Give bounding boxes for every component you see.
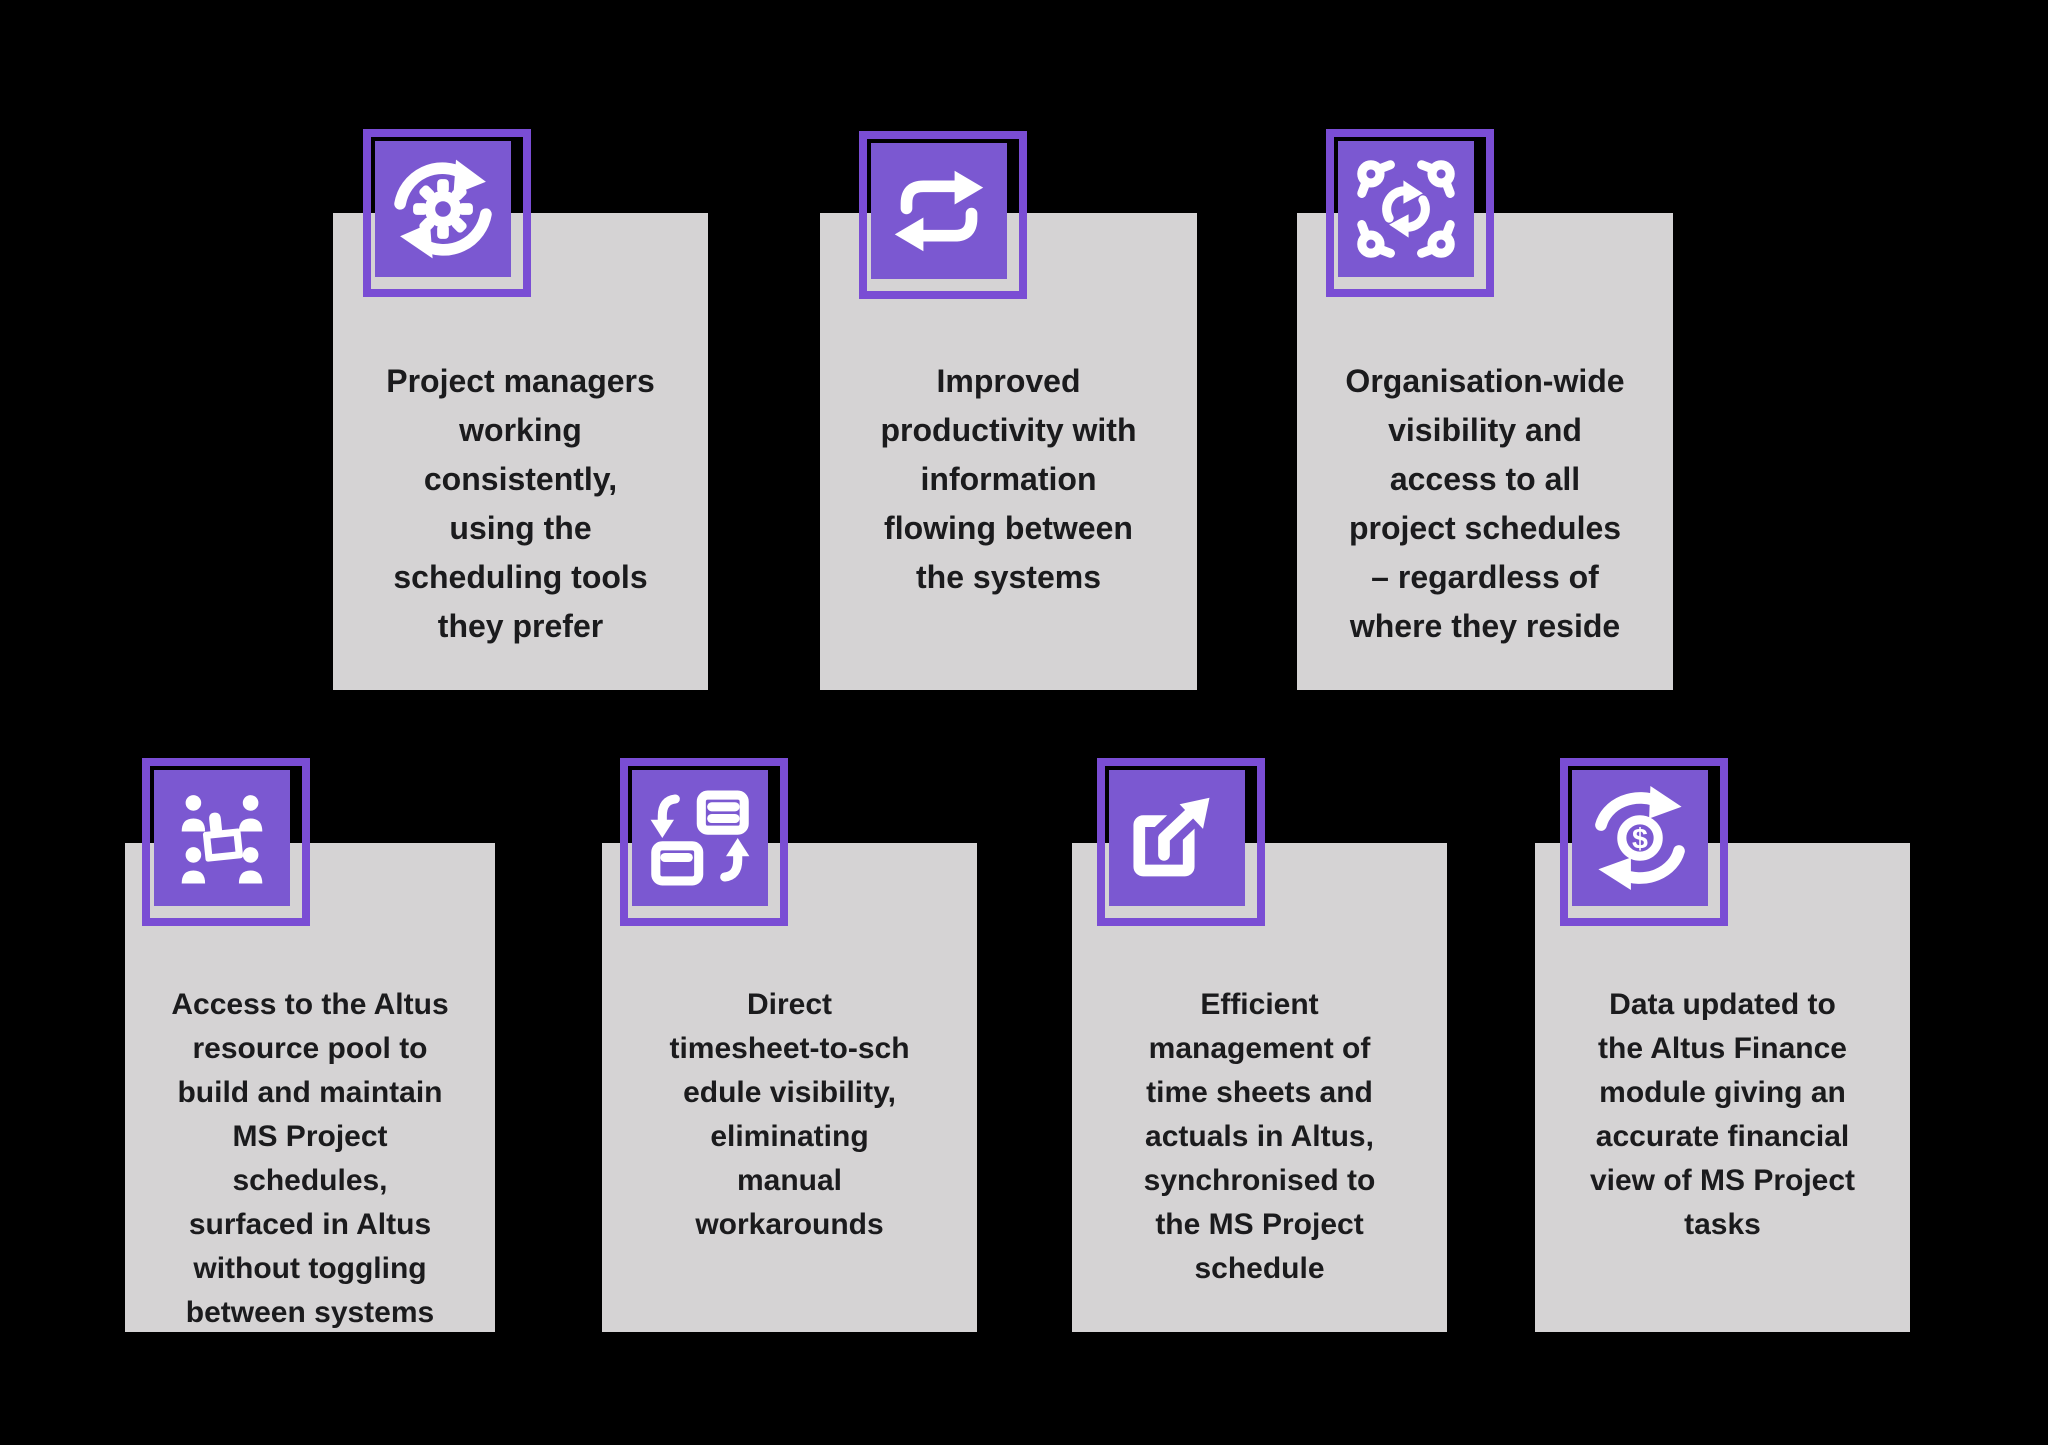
team-meeting-glyph	[181, 795, 263, 884]
sync-gear-icon	[363, 129, 531, 297]
benefit-card-finance-update: Data updated to the Altus Finance module…	[1535, 843, 1910, 1332]
repeat-arrows-glyph	[894, 170, 984, 252]
icon-tile: $	[1572, 770, 1708, 906]
icon-tile	[375, 141, 511, 277]
benefit-text: Data updated to the Altus Finance module…	[1589, 988, 1856, 1241]
icon-tile	[1338, 141, 1474, 277]
icon-tile	[1109, 770, 1245, 906]
team-meeting-icon	[142, 758, 310, 926]
icon-tile	[154, 770, 290, 906]
icon-tile	[632, 770, 768, 906]
icon-tile	[871, 143, 1007, 279]
network-sync-glyph	[1357, 160, 1455, 258]
dollar-sync-glyph: $	[1595, 786, 1685, 890]
benefit-text: Efficient management of time sheets and …	[1143, 988, 1376, 1285]
benefit-text: Organisation-wide visibility and access …	[1345, 363, 1625, 644]
svg-text:$: $	[1632, 823, 1648, 855]
document-swap-icon	[620, 758, 788, 926]
dollar-sync-icon: $	[1560, 758, 1728, 926]
benefit-text: Project managers working consistently, u…	[386, 363, 655, 644]
benefit-text: Access to the Altus resource pool to bui…	[171, 988, 449, 1329]
benefit-text: Direct timesheet-to-sch edule visibility…	[669, 988, 910, 1241]
repeat-arrows-icon	[859, 131, 1027, 299]
network-sync-icon	[1326, 129, 1494, 297]
share-export-glyph	[1133, 791, 1216, 877]
benefit-text: Improved productivity with information f…	[880, 363, 1137, 595]
benefit-card-resource-pool-access: Access to the Altus resource pool to bui…	[125, 843, 495, 1332]
share-export-icon	[1097, 758, 1265, 926]
document-swap-glyph	[650, 790, 750, 886]
sync-gear-glyph	[394, 159, 492, 259]
